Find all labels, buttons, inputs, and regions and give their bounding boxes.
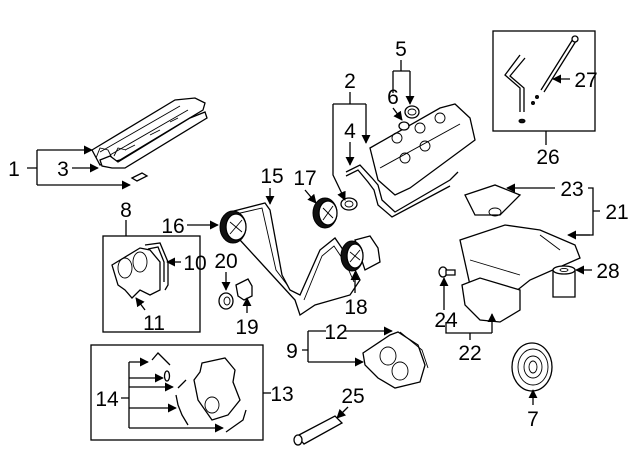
callout-23[interactable]: 23 — [560, 178, 583, 201]
callout-9[interactable]: 9 — [286, 340, 298, 363]
callout-19[interactable]: 19 — [235, 316, 258, 339]
valve-cover-left[interactable] — [91, 97, 206, 166]
filler-cap-seal[interactable] — [398, 121, 410, 131]
seal-a[interactable] — [151, 352, 171, 366]
seal-d[interactable] — [175, 394, 189, 426]
oil-filter[interactable] — [552, 265, 576, 298]
upper-timing-cover[interactable] — [111, 247, 161, 299]
valve-cover-gasket-right[interactable] — [345, 164, 459, 218]
callout-24[interactable]: 24 — [434, 309, 458, 332]
filler-cap[interactable] — [404, 105, 420, 119]
callout-3[interactable]: 3 — [57, 158, 69, 181]
leader-lines — [27, 60, 600, 433]
upper-timing-cover-box — [102, 235, 201, 333]
callout-2[interactable]: 2 — [344, 70, 356, 93]
callout-16[interactable]: 16 — [161, 215, 184, 238]
crankshaft-sprocket[interactable] — [340, 235, 381, 272]
camshaft-sprocket-left[interactable] — [219, 210, 247, 244]
callout-8[interactable]: 8 — [120, 199, 132, 222]
valve-cover-right[interactable] — [369, 103, 476, 196]
callout-14[interactable]: 14 — [95, 388, 119, 411]
callout-10[interactable]: 10 — [183, 252, 206, 275]
seal-e[interactable] — [225, 409, 247, 433]
callout-18[interactable]: 18 — [344, 296, 367, 319]
seal-b[interactable] — [163, 370, 171, 382]
callout-11[interactable]: 11 — [143, 312, 165, 335]
callout-4[interactable]: 4 — [344, 120, 356, 143]
callout-22[interactable]: 22 — [458, 342, 481, 365]
valve-cover-gasket-left[interactable] — [99, 111, 208, 169]
callout-21[interactable]: 21 — [605, 201, 628, 224]
callout-13[interactable]: 13 — [270, 383, 293, 406]
drain-plug[interactable] — [438, 266, 456, 278]
camshaft-sprocket-right[interactable] — [312, 197, 338, 229]
idler-pulley[interactable] — [218, 292, 234, 310]
callout-6[interactable]: 6 — [387, 86, 399, 109]
callout-15[interactable]: 15 — [260, 165, 283, 188]
lower-oil-pan[interactable] — [461, 277, 521, 323]
dipstick[interactable] — [531, 35, 579, 105]
callout-26[interactable]: 26 — [536, 146, 559, 169]
dipstick-tube[interactable] — [504, 54, 526, 124]
dipstick-tube-box — [492, 30, 596, 132]
rear-timing-cover[interactable] — [193, 357, 241, 421]
callout-28[interactable]: 28 — [596, 260, 619, 283]
auto-tensioner[interactable] — [293, 415, 344, 446]
callout-17[interactable]: 17 — [293, 167, 316, 190]
valve-cover-bolt-left[interactable] — [130, 172, 149, 182]
valve-cover-washer[interactable] — [340, 197, 358, 211]
callout-7[interactable]: 7 — [527, 408, 539, 431]
callout-1[interactable]: 1 — [8, 158, 20, 181]
callout-labels: 1 2 3 4 5 6 7 8 9 10 11 12 13 14 15 16 1… — [8, 38, 629, 431]
callout-25[interactable]: 25 — [341, 385, 364, 408]
crankshaft-pulley[interactable] — [511, 342, 553, 392]
seal-c[interactable] — [177, 379, 187, 389]
belt-tensioner[interactable] — [235, 278, 253, 301]
callout-27[interactable]: 27 — [574, 69, 597, 92]
callout-12[interactable]: 12 — [324, 321, 347, 344]
callout-5[interactable]: 5 — [395, 38, 407, 61]
lower-timing-cover[interactable] — [362, 331, 429, 389]
callout-20[interactable]: 20 — [214, 250, 237, 273]
timing-belt[interactable] — [229, 202, 361, 317]
